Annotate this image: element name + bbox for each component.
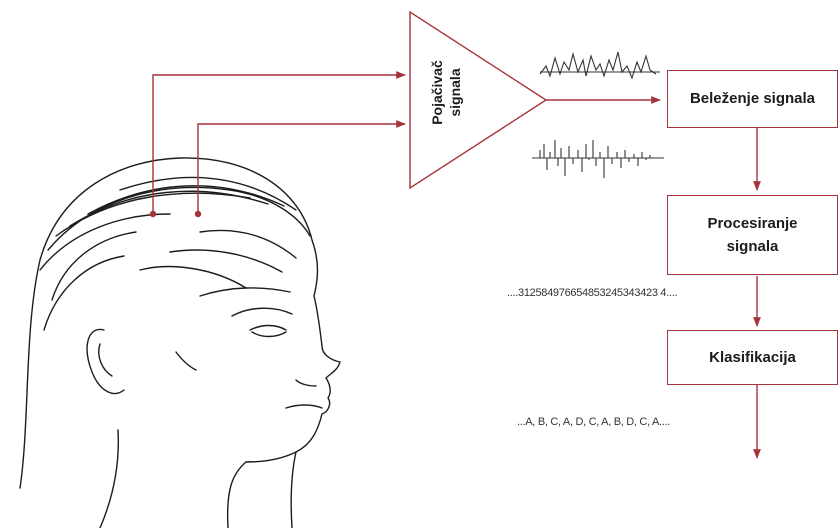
classification-box: Klasifikacija (667, 330, 838, 385)
amplifier-label-line2: signala (446, 60, 464, 125)
recording-box: Beleženje signala (667, 70, 838, 128)
recording-label: Beleženje signala (690, 87, 815, 110)
amplifier-label: Pojačivač signala (418, 22, 474, 162)
electrode-wire-2 (198, 124, 405, 214)
electrode-1 (150, 211, 156, 217)
processing-label-line2: signala (727, 235, 779, 258)
processing-label-line1: Procesiranje (707, 212, 797, 235)
electrode-2 (195, 211, 201, 217)
amplifier-label-line1: Pojačivač (429, 60, 447, 125)
processing-box: Procesiranje signala (667, 195, 838, 275)
letter-sequence: ...A, B, C, A, D, C, A, B, D, C, A.... (517, 416, 670, 428)
spike-train (532, 140, 664, 178)
head-illustration (20, 158, 340, 528)
eeg-waveform (540, 52, 660, 78)
numeric-sequence: ....312584976654853245343423 4.... (507, 287, 677, 299)
classification-label: Klasifikacija (709, 346, 796, 369)
